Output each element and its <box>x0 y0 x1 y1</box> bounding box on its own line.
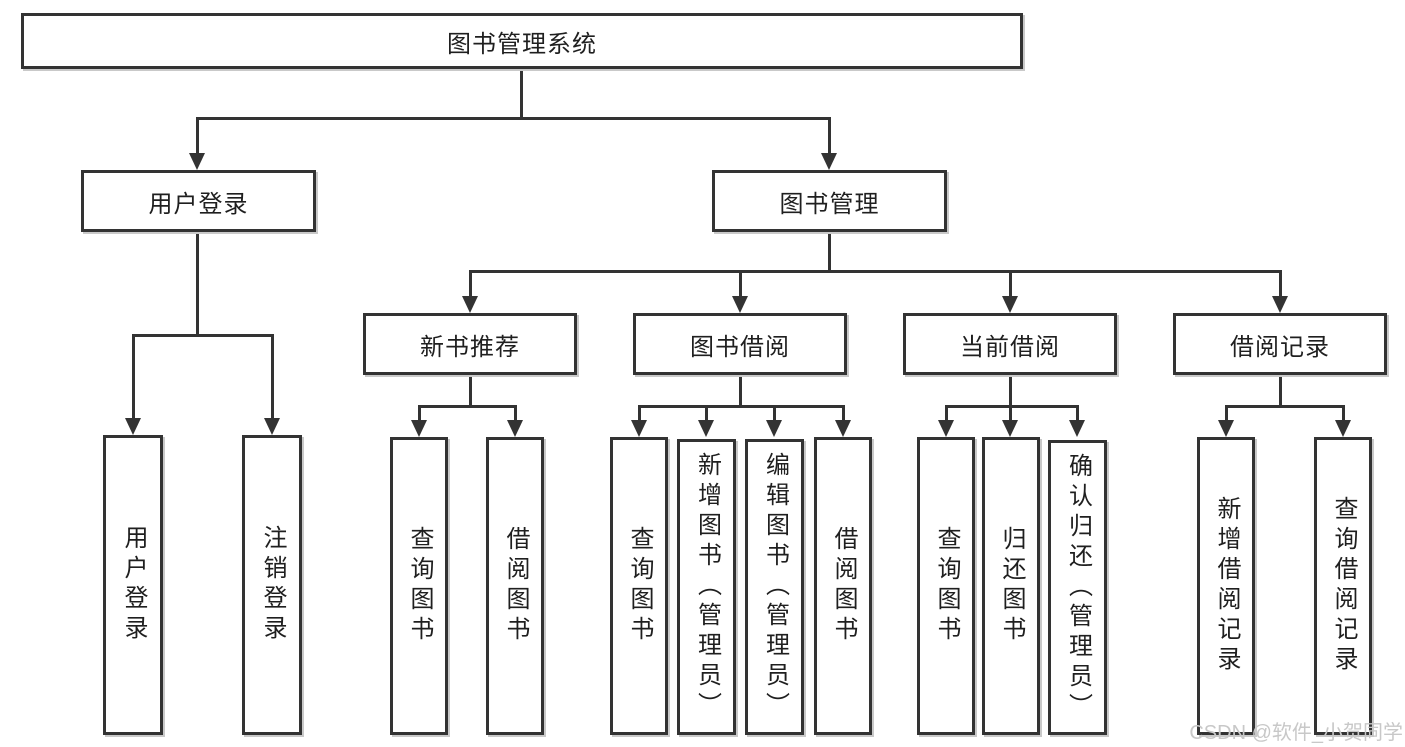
leaf-borrow-query: 查询图书 <box>610 437 668 735</box>
connector-line <box>1009 375 1012 407</box>
leaf-current-return: 归还图书 <box>982 437 1040 735</box>
arrowhead-down-icon <box>1272 296 1288 313</box>
leaf-borrow-edit-admin: 编辑图书（管理员） <box>745 439 804 735</box>
connector-line <box>132 334 274 337</box>
leaf-logout-label: 注销登录 <box>259 525 286 645</box>
node-current-borrow-label: 当前借阅 <box>960 333 1060 361</box>
csdn-watermark: CSDN @软件_小贺同学 <box>1189 722 1403 744</box>
leaf-borrow-add-admin: 新增图书（管理员） <box>677 439 736 735</box>
connector-line <box>705 405 708 421</box>
node-root: 图书管理系统 <box>21 13 1023 69</box>
connector-line <box>638 405 641 421</box>
connector-line <box>1009 405 1012 421</box>
connector-line <box>773 405 776 421</box>
arrowhead-down-icon <box>189 153 205 170</box>
leaf-logout: 注销登录 <box>242 435 302 735</box>
arrowhead-down-icon <box>1069 420 1085 437</box>
node-root-label: 图书管理系统 <box>447 30 597 58</box>
connector-line <box>1076 405 1079 421</box>
connector-line <box>469 270 472 298</box>
node-book-mgmt-label: 图书管理 <box>779 190 880 218</box>
arrowhead-down-icon <box>411 420 427 437</box>
leaf-user-login: 用户登录 <box>103 435 163 735</box>
connector-line <box>638 405 845 408</box>
connector-line <box>1279 270 1282 298</box>
node-user-login: 用户登录 <box>81 170 316 232</box>
connector-line <box>520 69 523 119</box>
node-book-borrow: 图书借阅 <box>633 313 847 375</box>
arrowhead-down-icon <box>938 420 954 437</box>
leaf-newbook-query-label: 查询图书 <box>406 526 433 646</box>
leaf-borrow-borrow-label: 借阅图书 <box>830 526 857 646</box>
connector-line <box>1342 405 1345 421</box>
arrowhead-down-icon <box>507 420 523 437</box>
connector-line <box>842 405 845 421</box>
connector-line <box>1225 405 1228 421</box>
arrowhead-down-icon <box>1218 420 1234 437</box>
leaf-record-add-label: 新增借阅记录 <box>1213 496 1240 676</box>
connector-line <box>196 232 199 336</box>
connector-line <box>196 117 831 120</box>
leaf-newbook-borrow: 借阅图书 <box>486 437 544 735</box>
arrowhead-down-icon <box>1002 420 1018 437</box>
node-new-book-recommend: 新书推荐 <box>363 313 577 375</box>
connector-line <box>514 405 517 421</box>
arrowhead-down-icon <box>1002 296 1018 313</box>
leaf-borrow-add-admin-label: 新增图书（管理员） <box>693 452 721 722</box>
arrowhead-down-icon <box>821 153 837 170</box>
connector-line <box>469 375 472 407</box>
node-current-borrow: 当前借阅 <box>903 313 1117 375</box>
arrowhead-down-icon <box>1335 420 1351 437</box>
arrowhead-down-icon <box>835 420 851 437</box>
leaf-current-confirm-admin-label: 确认归还（管理员） <box>1064 452 1092 723</box>
connector-line <box>418 405 517 408</box>
leaf-current-return-label: 归还图书 <box>998 526 1025 646</box>
leaf-borrow-edit-admin-label: 编辑图书（管理员） <box>761 452 789 722</box>
leaf-newbook-query: 查询图书 <box>390 437 448 735</box>
connector-line <box>828 117 831 155</box>
connector-line <box>1279 375 1282 407</box>
arrowhead-down-icon <box>766 420 782 437</box>
connector-line <box>132 334 135 420</box>
connector-line <box>1225 405 1345 408</box>
leaf-record-query-label: 查询借阅记录 <box>1330 496 1357 676</box>
connector-line <box>945 405 948 421</box>
connector-line <box>196 117 199 155</box>
leaf-record-query: 查询借阅记录 <box>1314 437 1372 735</box>
connector-line <box>271 334 274 420</box>
arrowhead-down-icon <box>732 296 748 313</box>
connector-line <box>469 270 1282 273</box>
leaf-borrow-borrow: 借阅图书 <box>814 437 872 735</box>
leaf-record-add: 新增借阅记录 <box>1197 437 1255 735</box>
arrowhead-down-icon <box>264 418 280 435</box>
leaf-current-query-label: 查询图书 <box>933 526 960 646</box>
arrowhead-down-icon <box>631 420 647 437</box>
node-book-mgmt: 图书管理 <box>712 170 947 232</box>
leaf-user-login-label: 用户登录 <box>120 525 147 645</box>
connector-line <box>739 375 742 407</box>
connector-line <box>1009 270 1012 298</box>
arrowhead-down-icon <box>125 418 141 435</box>
arrowhead-down-icon <box>698 420 714 437</box>
arrowhead-down-icon <box>462 296 478 313</box>
node-book-borrow-label: 图书借阅 <box>690 333 790 361</box>
leaf-borrow-query-label: 查询图书 <box>626 526 653 646</box>
connector-line <box>828 232 831 272</box>
node-borrow-record-label: 借阅记录 <box>1230 333 1330 361</box>
connector-line <box>418 405 421 421</box>
node-user-login-label: 用户登录 <box>148 190 249 218</box>
connector-line <box>739 270 742 298</box>
node-borrow-record: 借阅记录 <box>1173 313 1387 375</box>
node-new-book-recommend-label: 新书推荐 <box>420 333 520 361</box>
leaf-newbook-borrow-label: 借阅图书 <box>502 526 529 646</box>
leaf-current-query: 查询图书 <box>917 437 975 735</box>
leaf-current-confirm-admin: 确认归还（管理员） <box>1048 440 1107 735</box>
